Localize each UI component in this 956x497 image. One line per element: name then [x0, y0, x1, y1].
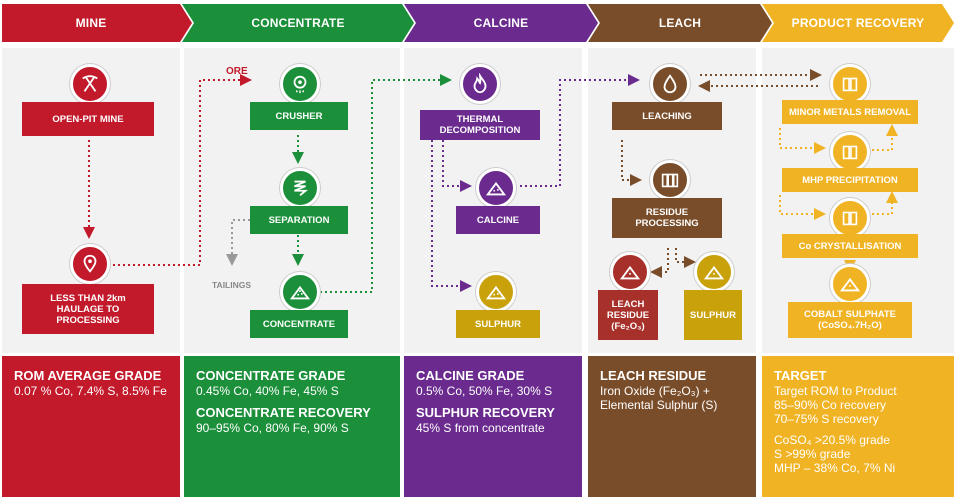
co-crystallisation-box: Co CRYSTALLISATION [782, 234, 918, 258]
sulphur-box: SULPHUR [456, 310, 540, 338]
flame-icon [460, 64, 500, 104]
stage-header-concentrate: CONCENTRATE [182, 4, 414, 42]
mhp-precipitation-box: MHP PRECIPITATION [782, 168, 918, 192]
stats-product-recovery: TARGET Target ROM to Product 85–90% Co r… [762, 356, 954, 497]
stat-text: 0.07 % Co, 7.4% S, 8.5% Fe [14, 384, 167, 398]
haulage-box: LESS THAN 2km HAULAGE TO PROCESSING [22, 284, 154, 334]
stat-text: 45% S from concentrate [416, 421, 545, 435]
stat-text: 0.5% Co, 50% Fe, 30% S [416, 384, 553, 398]
stat-text: 85–90% Co recovery [774, 398, 887, 412]
minor-metals-tanks-icon [830, 64, 870, 104]
cobalt-sulphate-pile-icon [830, 264, 870, 304]
droplet-icon [650, 64, 690, 104]
stage-title: CALCINE [473, 16, 529, 30]
stat-text: Target ROM to Product [774, 384, 897, 398]
stage-header-calcine: CALCINE [404, 4, 598, 42]
sulphur-pile-icon [476, 272, 516, 312]
stats-mine: ROM AVERAGE GRADE 0.07 % Co, 7.4% S, 8.5… [2, 356, 180, 497]
stat-text: 70–75% S recovery [774, 412, 879, 426]
leach-residue-pile-icon [610, 252, 650, 292]
tanks-icon [650, 160, 690, 200]
separation-box: SEPARATION [250, 206, 348, 234]
stats-leach: LEACH RESIDUE Iron Oxide (Fe₂O₃) + Eleme… [588, 356, 756, 497]
tailings-label: TAILINGS [212, 280, 252, 290]
stage-title: LEACH [658, 16, 702, 30]
leach-residue-box: LEACH RESIDUE (Fe₂O₃) [598, 290, 658, 340]
location-pin-icon [70, 244, 110, 284]
stage-title: MINE [75, 16, 107, 30]
stage-title: CONCENTRATE [251, 16, 345, 30]
stat-heading: CONCENTRATE GRADE [196, 368, 346, 383]
stat-text: Iron Oxide (Fe₂O₃) + [600, 384, 710, 398]
ore-label: ORE [226, 66, 248, 77]
leaching-box: LEACHING [612, 102, 722, 130]
pickaxe-icon [70, 64, 110, 104]
stat-text: MHP – 38% Co, 7% Ni [774, 461, 896, 475]
calcine-box: CALCINE [456, 206, 540, 234]
stage-header-product-recovery: PRODUCT RECOVERY [762, 4, 954, 42]
stat-text: 90–95% Co, 80% Fe, 90% S [196, 421, 349, 435]
leach-sulphur-box: SULPHUR [684, 290, 742, 340]
stat-text: CoSO₄ >20.5% grade [774, 433, 890, 447]
stat-heading: CALCINE GRADE [416, 368, 525, 383]
open-pit-mine-box: OPEN-PIT MINE [22, 102, 154, 136]
stage-header-mine: MINE [2, 4, 192, 42]
calcine-pile-icon [476, 168, 516, 208]
stats-calcine: CALCINE GRADE 0.5% Co, 50% Fe, 30% S SUL… [404, 356, 582, 497]
stat-heading: CONCENTRATE RECOVERY [196, 405, 371, 420]
mhp-tanks-icon [830, 132, 870, 172]
crystallisation-tanks-icon [830, 198, 870, 238]
leach-sulphur-pile-icon [694, 252, 734, 292]
stage-title: PRODUCT RECOVERY [791, 16, 925, 30]
stat-heading: SULPHUR RECOVERY [416, 405, 555, 420]
stat-heading: LEACH RESIDUE [600, 368, 707, 383]
stat-text: Elemental Sulphur (S) [600, 398, 718, 412]
stat-heading: ROM AVERAGE GRADE [14, 368, 162, 383]
crusher-box: CRUSHER [250, 102, 348, 130]
cobalt-sulphate-box: COBALT SULPHATE (CoSO₄.7H₂O) [788, 302, 912, 338]
stat-text: 0.45% Co, 40% Fe, 45% S [196, 384, 339, 398]
stat-text: S >99% grade [774, 447, 851, 461]
concentrate-box: CONCENTRATE [250, 310, 348, 338]
concentrate-pile-icon [280, 272, 320, 312]
stage-header-leach: LEACH [588, 4, 772, 42]
stats-concentrate: CONCENTRATE GRADE 0.45% Co, 40% Fe, 45% … [184, 356, 400, 497]
spiral-separator-icon [280, 168, 320, 208]
residue-processing-box: RESIDUE PROCESSING [612, 198, 722, 238]
stat-heading: TARGET [774, 368, 827, 383]
thermal-decomposition-box: THERMAL DECOMPOSITION [420, 110, 540, 140]
minor-metals-removal-box: MINOR METALS REMOVAL [782, 100, 918, 124]
crusher-gear-icon [280, 64, 320, 104]
